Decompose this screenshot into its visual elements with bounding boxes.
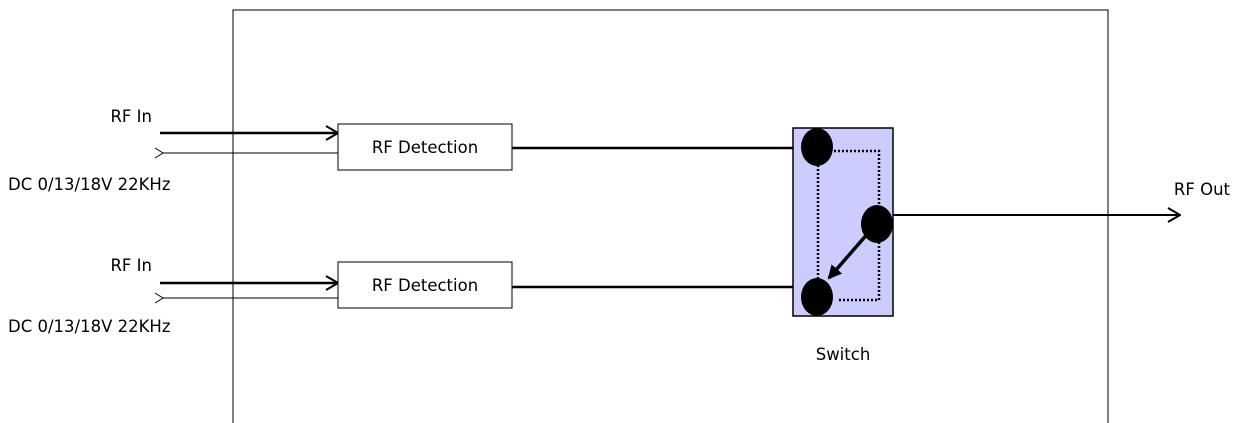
rf-detection-block xyxy=(337,261,513,309)
dc-label: DC 0/13/18V 22KHz xyxy=(8,317,171,336)
switch-contact-common xyxy=(861,205,893,243)
dc-label: DC 0/13/18V 22KHz xyxy=(8,175,171,194)
switch-dotted-path xyxy=(816,149,881,302)
switch-label: Switch xyxy=(816,345,871,364)
enclosure-outline xyxy=(232,9,1109,423)
switch-contact-input-2 xyxy=(801,278,833,316)
rf-in-label: RF In xyxy=(110,107,152,126)
rf-detection-label: RF Detection xyxy=(372,138,478,157)
input-channel-2: RF In DC 0/13/18V 22KHz RF Detection xyxy=(8,256,793,336)
switch-contact-input-1 xyxy=(801,128,833,166)
rf-detection-block xyxy=(337,123,513,171)
rf-detection-label: RF Detection xyxy=(372,276,478,295)
input-channel-1: RF In DC 0/13/18V 22KHz RF Detection xyxy=(8,107,793,194)
switch-block: Switch xyxy=(792,127,894,364)
rf-out-label: RF Out xyxy=(1174,180,1231,199)
rf-in-label: RF In xyxy=(110,256,152,275)
output-channel: RF Out xyxy=(893,180,1231,215)
